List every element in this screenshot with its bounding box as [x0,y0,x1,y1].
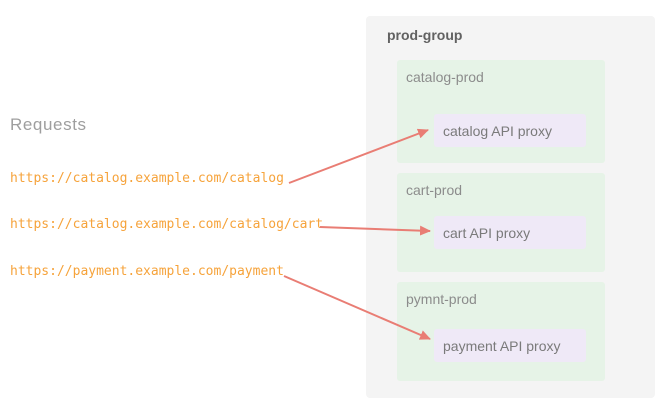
prod-group-title: prod-group [387,27,463,43]
api-proxy-cart: cart API proxy [434,216,586,249]
api-proxy-payment: payment API proxy [434,329,586,362]
request-url-catalog-cart: https://catalog.example.com/catalog/cart [10,217,324,232]
prod-group-panel: prod-group catalog-prod catalog API prox… [366,16,655,398]
request-url-catalog: https://catalog.example.com/catalog [10,171,284,186]
environment-cart-prod: cart-prod cart API proxy [397,173,605,272]
environment-label-cart-prod: cart-prod [406,182,463,198]
environment-pymnt-prod: pymnt-prod payment API proxy [397,282,605,381]
environment-catalog-prod: catalog-prod catalog API proxy [397,60,605,163]
request-url-payment: https://payment.example.com/payment [10,264,284,279]
requests-heading: Requests [10,115,87,134]
api-proxy-catalog: catalog API proxy [434,114,586,147]
environment-label-catalog-prod: catalog-prod [406,69,484,85]
environment-label-pymnt-prod: pymnt-prod [406,291,477,307]
